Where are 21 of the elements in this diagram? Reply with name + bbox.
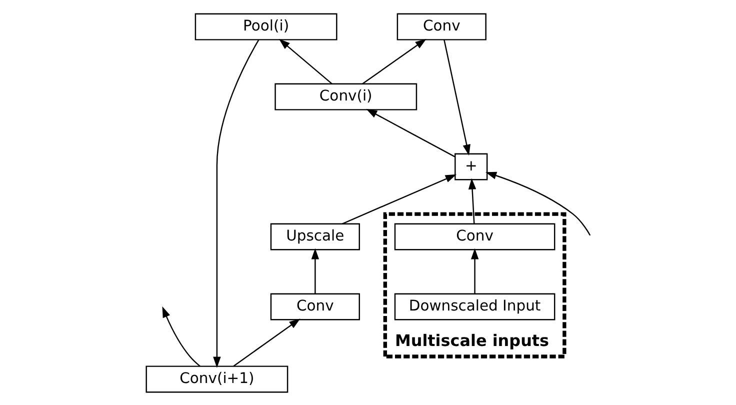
arrow (342, 174, 456, 224)
arrow (468, 178, 476, 224)
arrow (232, 318, 300, 366)
arrow (212, 39, 259, 368)
arrow (162, 306, 200, 366)
arrow (278, 38, 332, 84)
arrow (484, 171, 590, 236)
node-box: Conv (270, 292, 360, 320)
node-box: Pool(i) (194, 12, 337, 40)
node-box: Conv(i) (274, 82, 417, 110)
node-box: Downscaled Input (394, 292, 555, 320)
arrow (443, 39, 470, 156)
arrow (470, 248, 478, 294)
node-box: Conv (396, 12, 486, 40)
node-box: Conv(i+1) (145, 365, 288, 392)
node-box: Conv (394, 222, 555, 250)
arrow (366, 108, 455, 157)
arrow (362, 38, 426, 84)
node-box: + (454, 152, 488, 180)
node-box: Upscale (270, 222, 360, 250)
arrow (310, 248, 319, 294)
